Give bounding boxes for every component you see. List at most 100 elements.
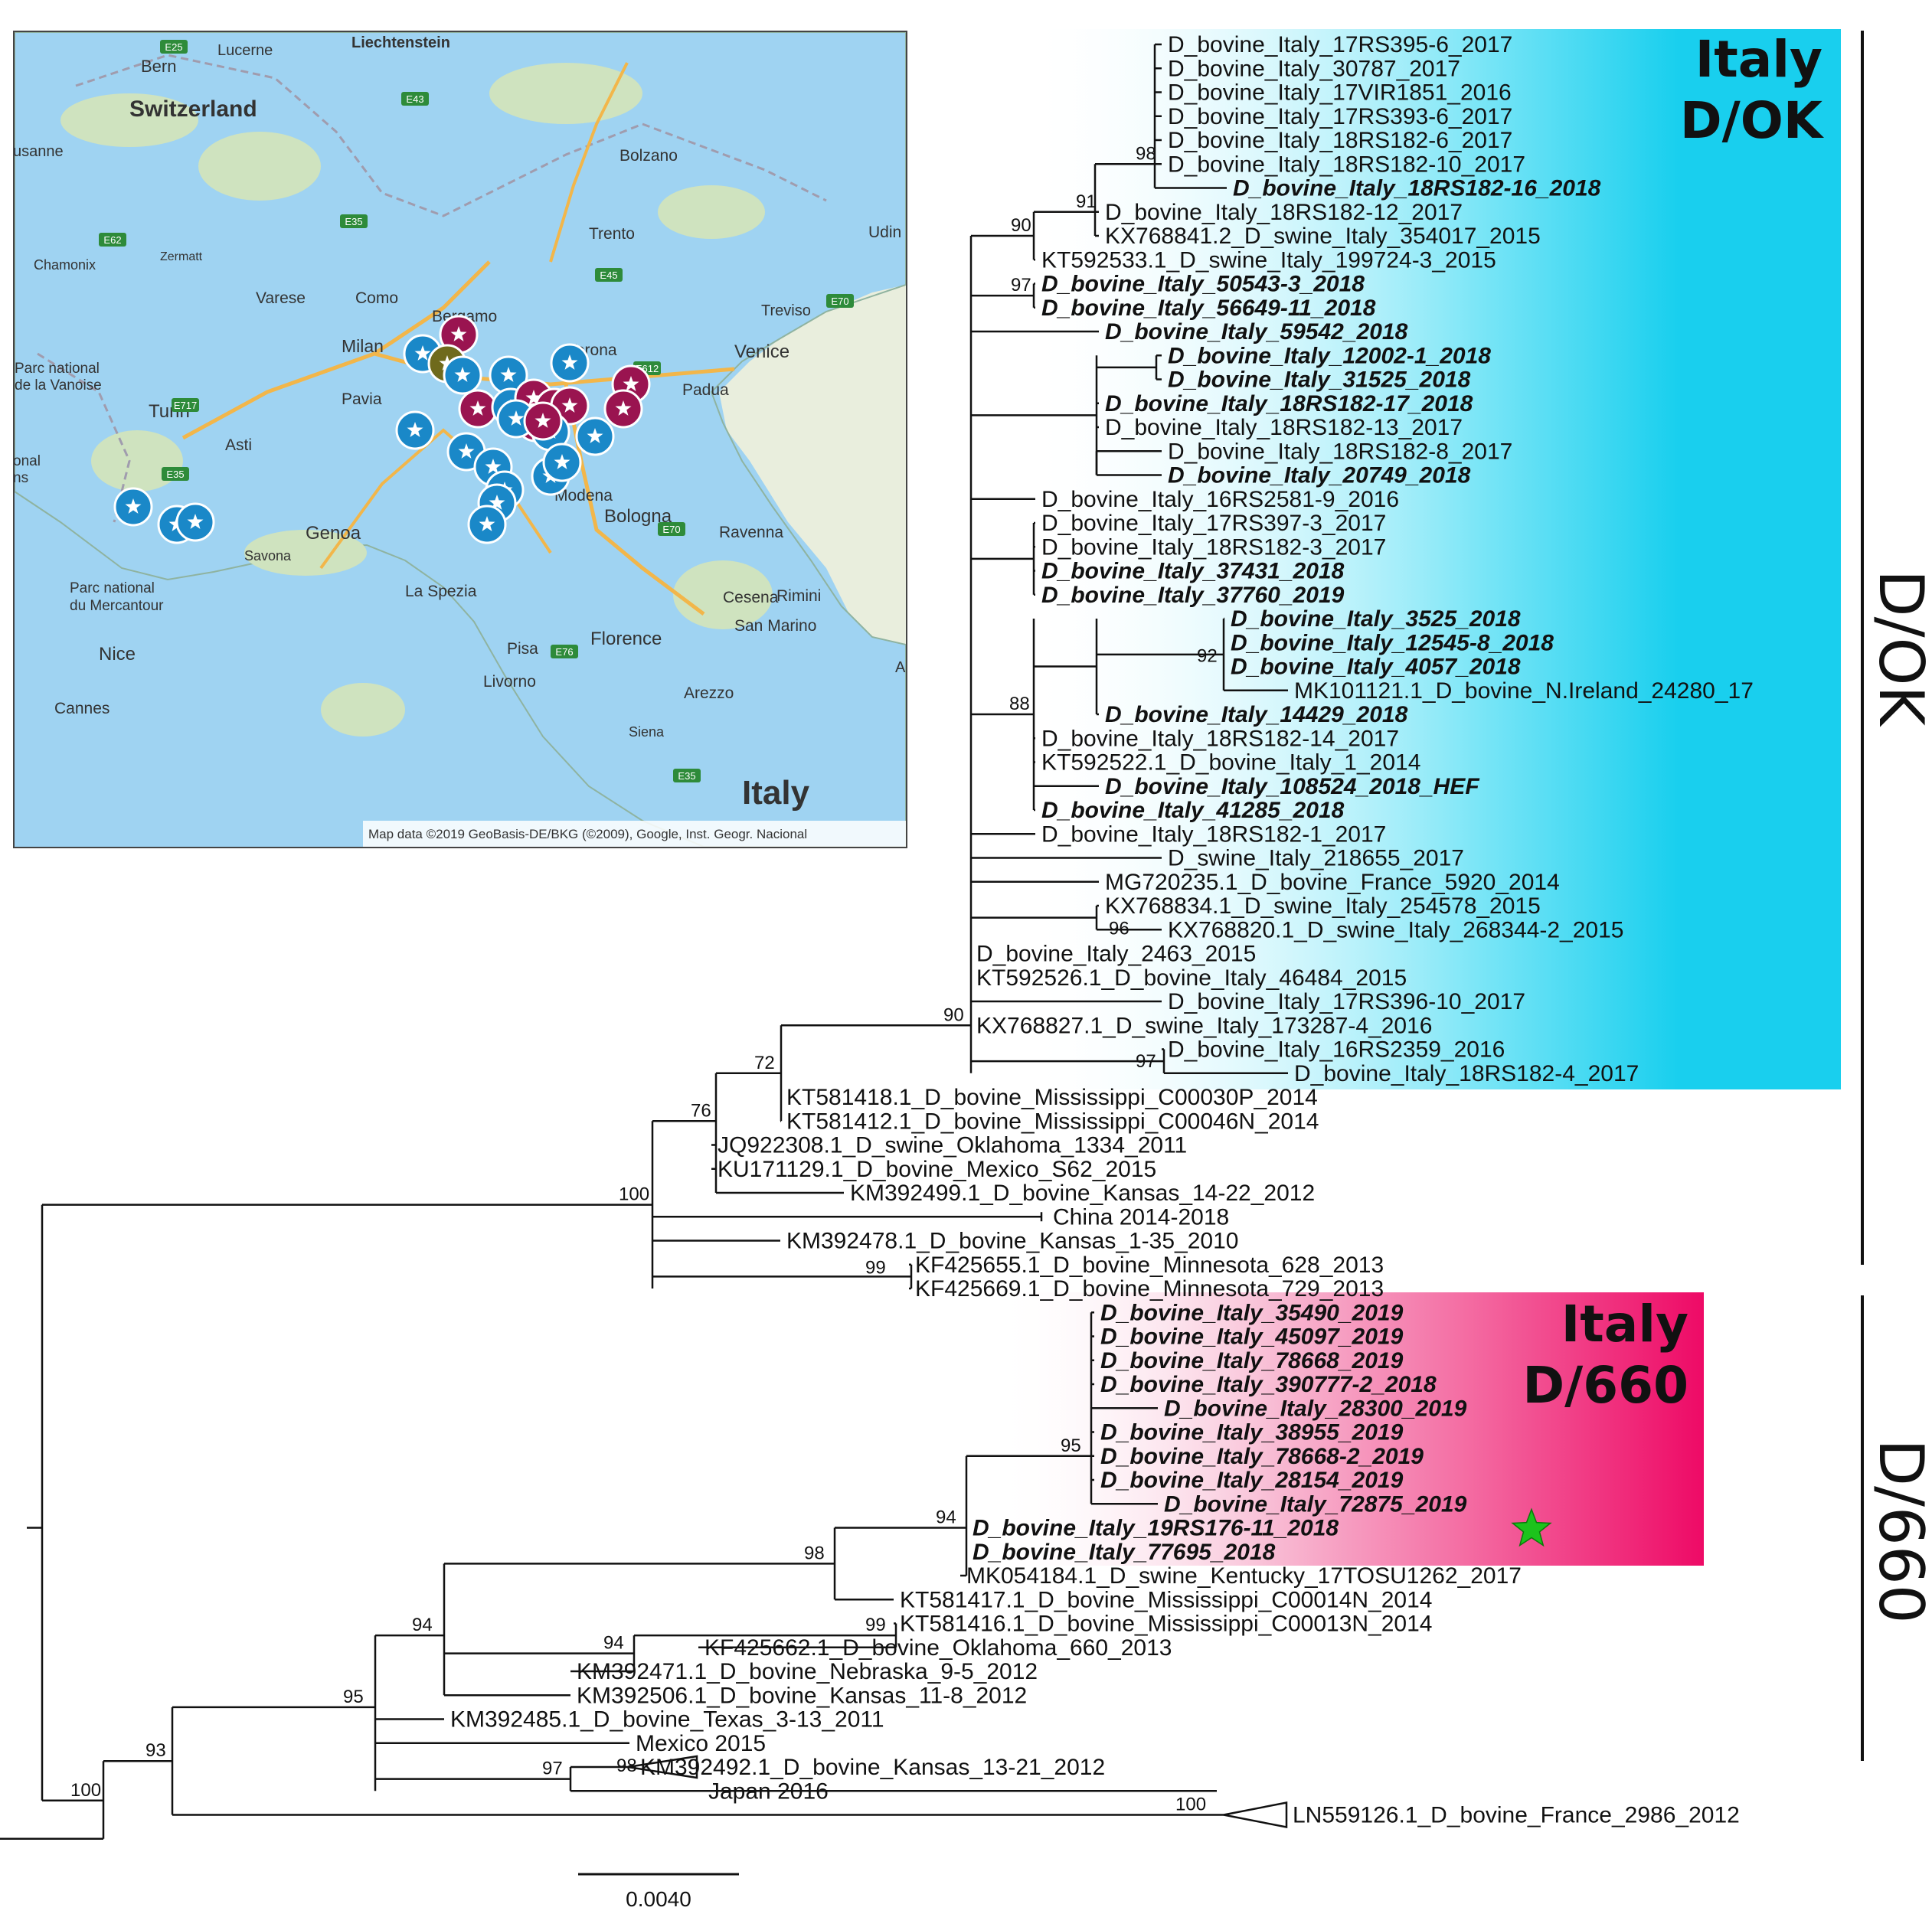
tip-label: D_bovine_Italy_45097_2019	[1100, 1324, 1404, 1350]
support-value: 88	[1009, 694, 1030, 714]
tip-label: D_bovine_Italy_18RS182-13_2017	[1105, 415, 1463, 440]
map-place-label: Zermatt	[160, 250, 203, 263]
star-icon	[561, 354, 578, 370]
tip-label: D_bovine_Italy_31525_2018	[1168, 367, 1471, 393]
road-shield-label: E35	[166, 469, 184, 480]
map-canvas: LiechtensteinBernLucerneSwitzerlandusann…	[15, 32, 906, 847]
road-shield-label: E62	[103, 234, 121, 246]
tip-labels: D_bovine_Italy_17RS395-6_2017D_bovine_It…	[450, 32, 1754, 1828]
support-value: 93	[145, 1740, 166, 1761]
border-line	[75, 54, 827, 217]
map-place-label: usanne	[15, 143, 64, 160]
tip-label: D_bovine_Italy_78668_2019	[1100, 1348, 1404, 1373]
tip-label: KF425662.1_D_bovine_Oklahoma_660_2013	[704, 1635, 1172, 1661]
support-value: 99	[865, 1257, 886, 1278]
d660-vertical-label: D/660	[1865, 1439, 1932, 1623]
tip-label: D_bovine_Italy_17RS393-6_2017	[1168, 104, 1512, 129]
support-value: 95	[343, 1687, 364, 1707]
map-place-label: Savona	[244, 548, 292, 563]
map-place-label: Udin	[868, 224, 901, 241]
road-shield	[160, 40, 188, 54]
tip-label: D_bovine_Italy_78668-2_2019	[1100, 1444, 1424, 1469]
map-place-label: Switzerland	[129, 96, 257, 122]
tip-label: LN559126.1_D_bovine_France_2986_2012	[1293, 1803, 1740, 1828]
park-area	[198, 132, 321, 201]
support-value: 99	[865, 1615, 886, 1635]
tip-label: D_bovine_Italy_18RS182-10_2017	[1168, 152, 1525, 177]
star-icon	[479, 516, 495, 531]
tip-label: Japan 2016	[708, 1778, 829, 1804]
map-place-label: Cesena	[723, 589, 779, 606]
map-place-label: Padua	[682, 381, 729, 399]
tip-label: D_bovine_Italy_17RS397-3_2017	[1041, 511, 1386, 536]
road-shield	[172, 398, 199, 412]
tip-label: D_bovine_Italy_17RS395-6_2017	[1168, 32, 1512, 57]
map-attribution: Map data ©2019 GeoBasis-DE/BKG (©2009), …	[368, 827, 807, 841]
tip-label: D_bovine_Italy_108524_2018_HEF	[1105, 774, 1479, 799]
tip-label: KF425669.1_D_bovine_Minnesota_729_2013	[915, 1276, 1384, 1302]
road-shield-label: E70	[662, 524, 680, 535]
tip-label: D_bovine_Italy_12545-8_2018	[1231, 630, 1554, 655]
tip-label: D_bovine_Italy_37760_2019	[1041, 583, 1345, 608]
map-place-label: Lucerne	[217, 42, 273, 59]
map-place-label: Milan	[342, 336, 384, 356]
road-shield	[162, 467, 189, 481]
star-icon	[454, 367, 471, 382]
tip-label: KT581418.1_D_bovine_Mississippi_C00030P_…	[786, 1085, 1318, 1110]
tip-label: China 2014-2018	[1053, 1204, 1229, 1230]
tip-label: KX768841.2_D_swine_Italy_354017_2015	[1105, 224, 1541, 249]
italy-dok-subtitle: D/OK	[1680, 91, 1825, 150]
park-area	[658, 185, 765, 239]
star-icon	[534, 413, 551, 428]
star-icon	[485, 459, 502, 474]
star-icon	[508, 410, 525, 426]
support-value: 72	[754, 1053, 775, 1073]
scale-label: 0.0040	[626, 1887, 691, 1911]
park-area	[91, 430, 183, 492]
support-value: 94	[936, 1507, 956, 1528]
star-icon	[458, 443, 475, 459]
star-icon	[414, 345, 431, 361]
map-place-label: Parc national	[15, 361, 100, 377]
tip-label: D_bovine_Italy_3525_2018	[1231, 606, 1521, 632]
support-value: 91	[1076, 191, 1097, 212]
star-icon	[469, 400, 486, 416]
star-icon	[500, 367, 517, 382]
road-shield-label: E25	[165, 41, 182, 53]
tip-label: D_bovine_Italy_14429_2018	[1105, 702, 1408, 727]
tip-label: KM392492.1_D_bovine_Kansas_13-21_2012	[640, 1755, 1105, 1780]
tip-label: KT592526.1_D_bovine_Italy_46484_2015	[976, 965, 1407, 991]
map-place-label: Asti	[225, 436, 252, 454]
support-value: 92	[1197, 646, 1218, 667]
star-icon	[525, 390, 542, 405]
tip-label: D_bovine_Italy_28154_2019	[1100, 1468, 1404, 1493]
support-values: 9891909792889690977276100999594989994949…	[70, 143, 1218, 1814]
support-value: 100	[1175, 1795, 1206, 1815]
map-place-label: Trento	[589, 225, 635, 243]
map-place-label: A	[895, 659, 906, 676]
road-shield	[673, 769, 701, 782]
star-icon	[623, 376, 639, 391]
star-icon	[187, 514, 204, 529]
tip-label: D_bovine_Italy_38955_2019	[1100, 1420, 1404, 1445]
tip-label: D_bovine_Italy_77695_2018	[973, 1540, 1276, 1565]
tip-label: D_bovine_Italy_50543-3_2018	[1041, 272, 1365, 297]
park-area	[489, 63, 642, 124]
road-shield-label: E43	[406, 93, 423, 105]
support-value: 98	[1136, 143, 1156, 164]
tip-label: KX768820.1_D_swine_Italy_268344-2_2015	[1168, 917, 1623, 942]
support-value: 96	[1109, 918, 1129, 939]
map-place-label: Chamonix	[34, 257, 96, 273]
tip-label: D_bovine_Italy_16RS2581-9_2016	[1041, 487, 1399, 512]
tip-label: JQ922308.1_D_swine_Oklahoma_1334_2011	[718, 1133, 1187, 1158]
tip-label: D_bovine_Italy_390777-2_2018	[1100, 1372, 1437, 1397]
tip-label: KX768827.1_D_swine_Italy_173287-4_2016	[976, 1013, 1432, 1038]
tree-branches	[0, 43, 1288, 1840]
map-place-label: Bern	[141, 57, 176, 76]
map-place-label: Italy	[742, 774, 810, 812]
support-value: 98	[616, 1756, 637, 1776]
map-place-label: Livorno	[483, 673, 536, 691]
italy-d660-subtitle: D/660	[1522, 1356, 1688, 1415]
road-shield	[658, 522, 685, 536]
